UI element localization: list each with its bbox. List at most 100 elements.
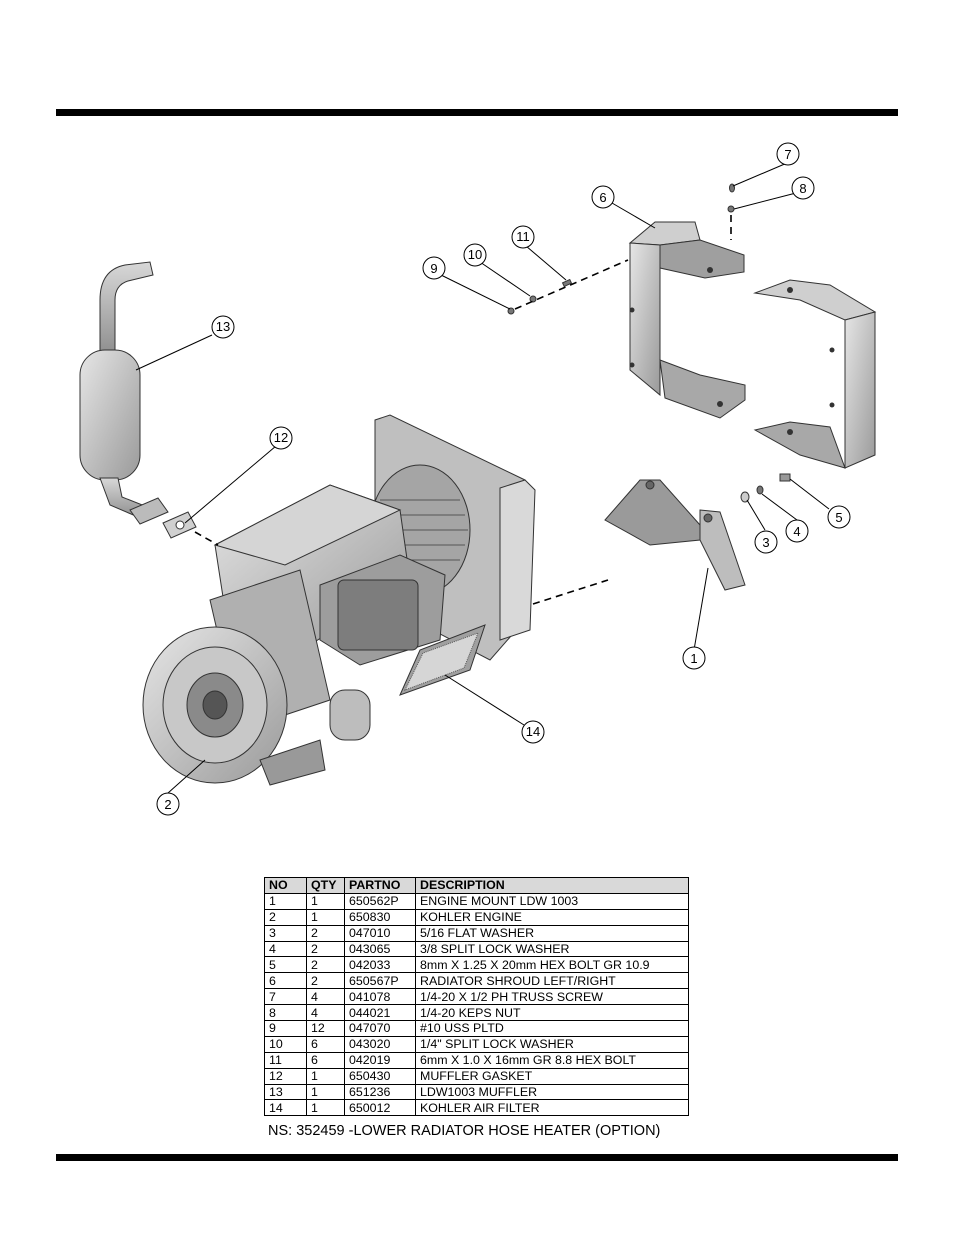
svg-text:10: 10 <box>468 247 482 262</box>
cell-partno: 047010 <box>344 924 416 942</box>
callout-8: 8 <box>791 176 815 200</box>
callout-2: 2 <box>156 792 180 816</box>
svg-text:1: 1 <box>690 651 697 666</box>
cell-partno: 043020 <box>344 1035 416 1053</box>
callout-5: 5 <box>827 505 851 529</box>
callout-9: 9 <box>422 256 446 280</box>
cell-no: 10 <box>264 1035 307 1053</box>
header-description: DESCRIPTION <box>415 877 689 894</box>
header-qty: QTY <box>306 877 345 894</box>
callout-7: 7 <box>776 142 800 166</box>
cell-no: 9 <box>264 1020 307 1037</box>
cell-description: 3/8 SPLIT LOCK WASHER <box>415 940 689 958</box>
svg-text:12: 12 <box>274 430 288 445</box>
svg-text:7: 7 <box>784 147 791 162</box>
cell-no: 12 <box>264 1067 307 1085</box>
assembly-lines <box>194 215 732 605</box>
cell-no: 2 <box>264 908 307 926</box>
svg-text:8: 8 <box>799 181 806 196</box>
cell-description: 1/4-20 X 1/2 PH TRUSS SCREW <box>415 988 689 1006</box>
svg-text:2: 2 <box>164 797 171 812</box>
cell-no: 7 <box>264 988 307 1006</box>
cell-no: 14 <box>264 1099 307 1117</box>
callout-10: 10 <box>463 243 487 267</box>
muffler-gasket <box>162 511 197 539</box>
cell-qty: 6 <box>306 1051 345 1069</box>
cell-description: #10 USS PLTD <box>415 1020 689 1037</box>
cell-no: 1 <box>264 892 307 910</box>
exploded-parts-diagram: 1 2 3 4 5 6 7 8 9 10 11 12 13 14 <box>79 142 877 816</box>
cell-description: 6mm X 1.0 X 16mm GR 8.8 HEX BOLT <box>415 1051 689 1069</box>
cell-partno: 043065 <box>344 940 416 958</box>
cell-partno: 041078 <box>344 988 416 1006</box>
cell-no: 13 <box>264 1083 307 1101</box>
callout-bubbles: 1 2 3 4 5 6 7 8 9 10 11 12 13 14 <box>156 142 851 816</box>
cell-description: RADIATOR SHROUD LEFT/RIGHT <box>415 972 689 990</box>
cell-description: 5/16 FLAT WASHER <box>415 924 689 942</box>
header-no: NO <box>264 877 307 894</box>
svg-text:5: 5 <box>835 510 842 525</box>
cell-partno: 650012 <box>344 1099 416 1117</box>
leader-lines <box>135 162 830 794</box>
svg-text:3: 3 <box>762 535 769 550</box>
engine-mount <box>604 479 746 591</box>
cell-no: 8 <box>264 1004 307 1022</box>
cell-partno: 042019 <box>344 1051 416 1069</box>
cell-qty: 2 <box>306 972 345 990</box>
top-rule <box>56 109 898 116</box>
cell-description: 8mm X 1.25 X 20mm HEX BOLT GR 10.9 <box>415 956 689 974</box>
cell-no: 4 <box>264 940 307 958</box>
callout-13: 13 <box>211 315 235 339</box>
callout-12: 12 <box>269 426 293 450</box>
callout-6: 6 <box>591 185 615 209</box>
svg-text:11: 11 <box>516 229 530 244</box>
cell-description: LDW1003 MUFFLER <box>415 1083 689 1101</box>
cell-qty: 12 <box>306 1020 345 1037</box>
cell-partno: 044021 <box>344 1004 416 1022</box>
cell-description: 1/4" SPLIT LOCK WASHER <box>415 1035 689 1053</box>
cell-description: ENGINE MOUNT LDW 1003 <box>415 892 689 910</box>
air-filter <box>399 624 486 696</box>
radiator-shroud-left <box>628 221 746 419</box>
cell-description: KOHLER AIR FILTER <box>415 1099 689 1117</box>
cell-no: 5 <box>264 956 307 974</box>
callout-1: 1 <box>682 646 706 670</box>
cell-partno: 650830 <box>344 908 416 926</box>
cell-partno: 650567P <box>344 972 416 990</box>
cell-partno: 650562P <box>344 892 416 910</box>
callout-3: 3 <box>754 530 778 554</box>
cell-qty: 2 <box>306 956 345 974</box>
cell-qty: 1 <box>306 892 345 910</box>
svg-text:13: 13 <box>216 319 230 334</box>
cell-qty: 1 <box>306 1083 345 1101</box>
header-partno: PARTNO <box>344 877 416 894</box>
cell-qty: 6 <box>306 1035 345 1053</box>
cell-qty: 4 <box>306 988 345 1006</box>
cell-description: KOHLER ENGINE <box>415 908 689 926</box>
cell-partno: 047070 <box>344 1020 416 1037</box>
footnote: NS: 352459 -LOWER RADIATOR HOSE HEATER (… <box>268 1123 661 1139</box>
muffler <box>79 261 169 525</box>
callout-4: 4 <box>785 519 809 543</box>
radiator-shroud-right <box>753 279 877 469</box>
cell-qty: 4 <box>306 1004 345 1022</box>
cell-description: 1/4-20 KEPS NUT <box>415 1004 689 1022</box>
svg-text:9: 9 <box>430 261 437 276</box>
bottom-rule <box>56 1154 898 1161</box>
cell-qty: 1 <box>306 908 345 926</box>
table-header-row: NO QTY PARTNO DESCRIPTION <box>264 877 689 894</box>
callout-11: 11 <box>511 225 535 249</box>
